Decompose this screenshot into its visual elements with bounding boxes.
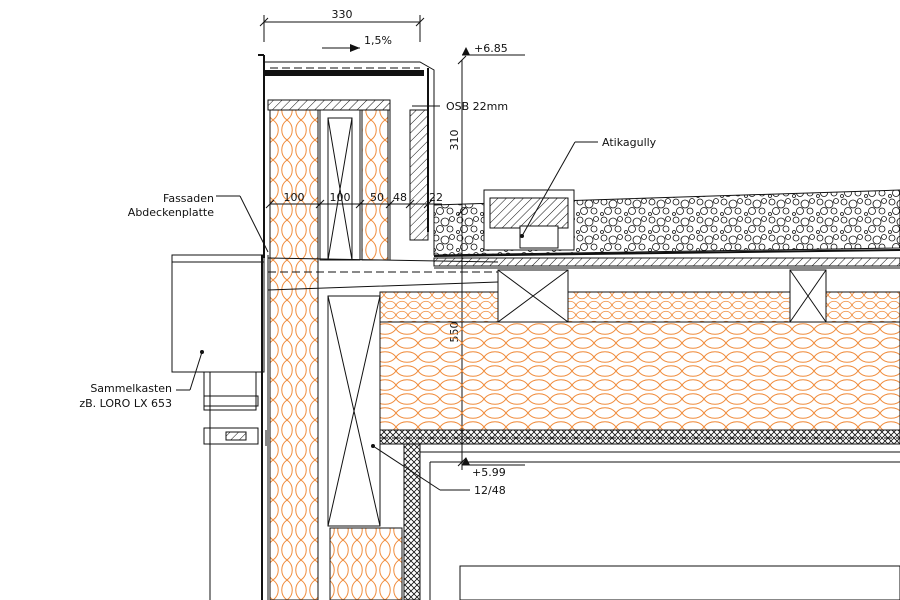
atikagully	[483, 141, 598, 251]
layer-dimensions: 100 100 50 48 22	[265, 191, 443, 209]
top-dimension: 330 1,5%	[259, 8, 425, 47]
leaders	[176, 105, 440, 391]
slope-arrow	[322, 44, 360, 52]
wall-layers	[267, 99, 429, 600]
label-timber: 12/48	[474, 484, 506, 497]
roof-insulation	[379, 269, 900, 431]
label-atikagully: Atikagully	[602, 136, 657, 149]
dim-48: 48	[393, 191, 407, 204]
label-sammel-2: zB. LORO LX 653	[79, 397, 172, 410]
level-marker-top: +6.85	[462, 42, 525, 56]
level-bottom-label: +5.99	[472, 466, 506, 479]
label-sammel-1: Sammelkasten	[90, 382, 172, 395]
inner-beam	[327, 295, 900, 600]
dim-330: 330	[332, 8, 353, 21]
dim-slope: 1,5%	[364, 34, 392, 47]
dim-100b: 100	[330, 191, 351, 204]
collector-box	[171, 254, 267, 446]
label-fassaden-1: Fassaden	[163, 192, 214, 205]
dim-310: 310	[448, 130, 461, 151]
dim-22: 22	[429, 191, 443, 204]
drain-pipe	[267, 257, 499, 291]
level-marker-bottom: +5.99	[462, 457, 525, 479]
level-top-label: +6.85	[474, 42, 508, 55]
label-fassaden-2: Abdeckenplatte	[128, 206, 214, 219]
outer-wall	[209, 255, 269, 600]
dim-100a: 100	[284, 191, 305, 204]
label-osb: OSB 22mm	[446, 100, 508, 113]
dim-50: 50	[370, 191, 384, 204]
